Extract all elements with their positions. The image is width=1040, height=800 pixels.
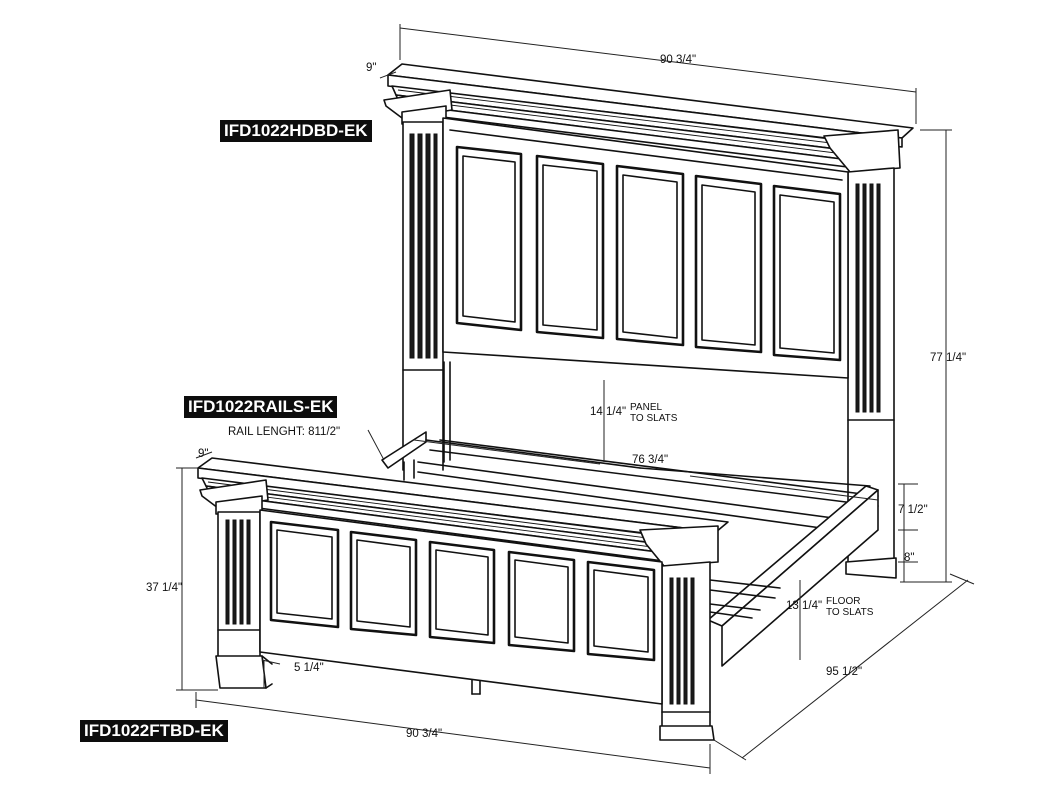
rails bbox=[381, 361, 879, 695]
headboard-panels bbox=[455, 145, 842, 362]
dim-inner-width: 76 3/4" bbox=[632, 454, 669, 466]
footboard-right-post-flutes bbox=[669, 577, 695, 705]
footboard-label: IFD1022FTBD-EK bbox=[80, 720, 228, 742]
dim-footboard-height: 37 1/4" bbox=[146, 582, 183, 594]
dim-panel-to-slats: 14 1/4" bbox=[590, 406, 627, 418]
panel-to-slats-note: PANEL TO SLATS bbox=[630, 402, 678, 424]
dim-top-width: 90 3/4" bbox=[660, 54, 697, 66]
footboard-left-post-flutes bbox=[225, 519, 251, 625]
dim-overall-height: 77 1/4" bbox=[930, 352, 967, 364]
dim-rail-height: 7 1/2" bbox=[898, 504, 928, 516]
dim-overall-length: 95 1/2" bbox=[826, 666, 863, 678]
headboard-label: IFD1022HDBD-EK bbox=[220, 120, 372, 142]
rails-label: IFD1022RAILS-EK bbox=[184, 396, 338, 418]
headboard-left-post-flutes bbox=[409, 133, 438, 359]
dim-foot-leg: 5 1/4" bbox=[294, 662, 324, 674]
floor-to-slats-note: FLOOR TO SLATS bbox=[826, 596, 874, 618]
rail-length-note: RAIL LENGHT: 811/2" bbox=[228, 426, 341, 438]
headboard bbox=[383, 63, 914, 579]
dim-floor-to-slats: 13 1/4" bbox=[786, 600, 823, 612]
dimension-lines bbox=[176, 24, 975, 774]
footboard bbox=[197, 457, 729, 741]
dim-bottom-width: 90 3/4" bbox=[406, 728, 443, 740]
headboard-right-post-flutes bbox=[855, 183, 881, 413]
dim-top-depth: 9" bbox=[366, 62, 377, 74]
footboard-panels bbox=[269, 520, 656, 662]
dim-foot-depth: 9" bbox=[198, 448, 209, 460]
dim-leg-height: 8" bbox=[904, 552, 915, 564]
